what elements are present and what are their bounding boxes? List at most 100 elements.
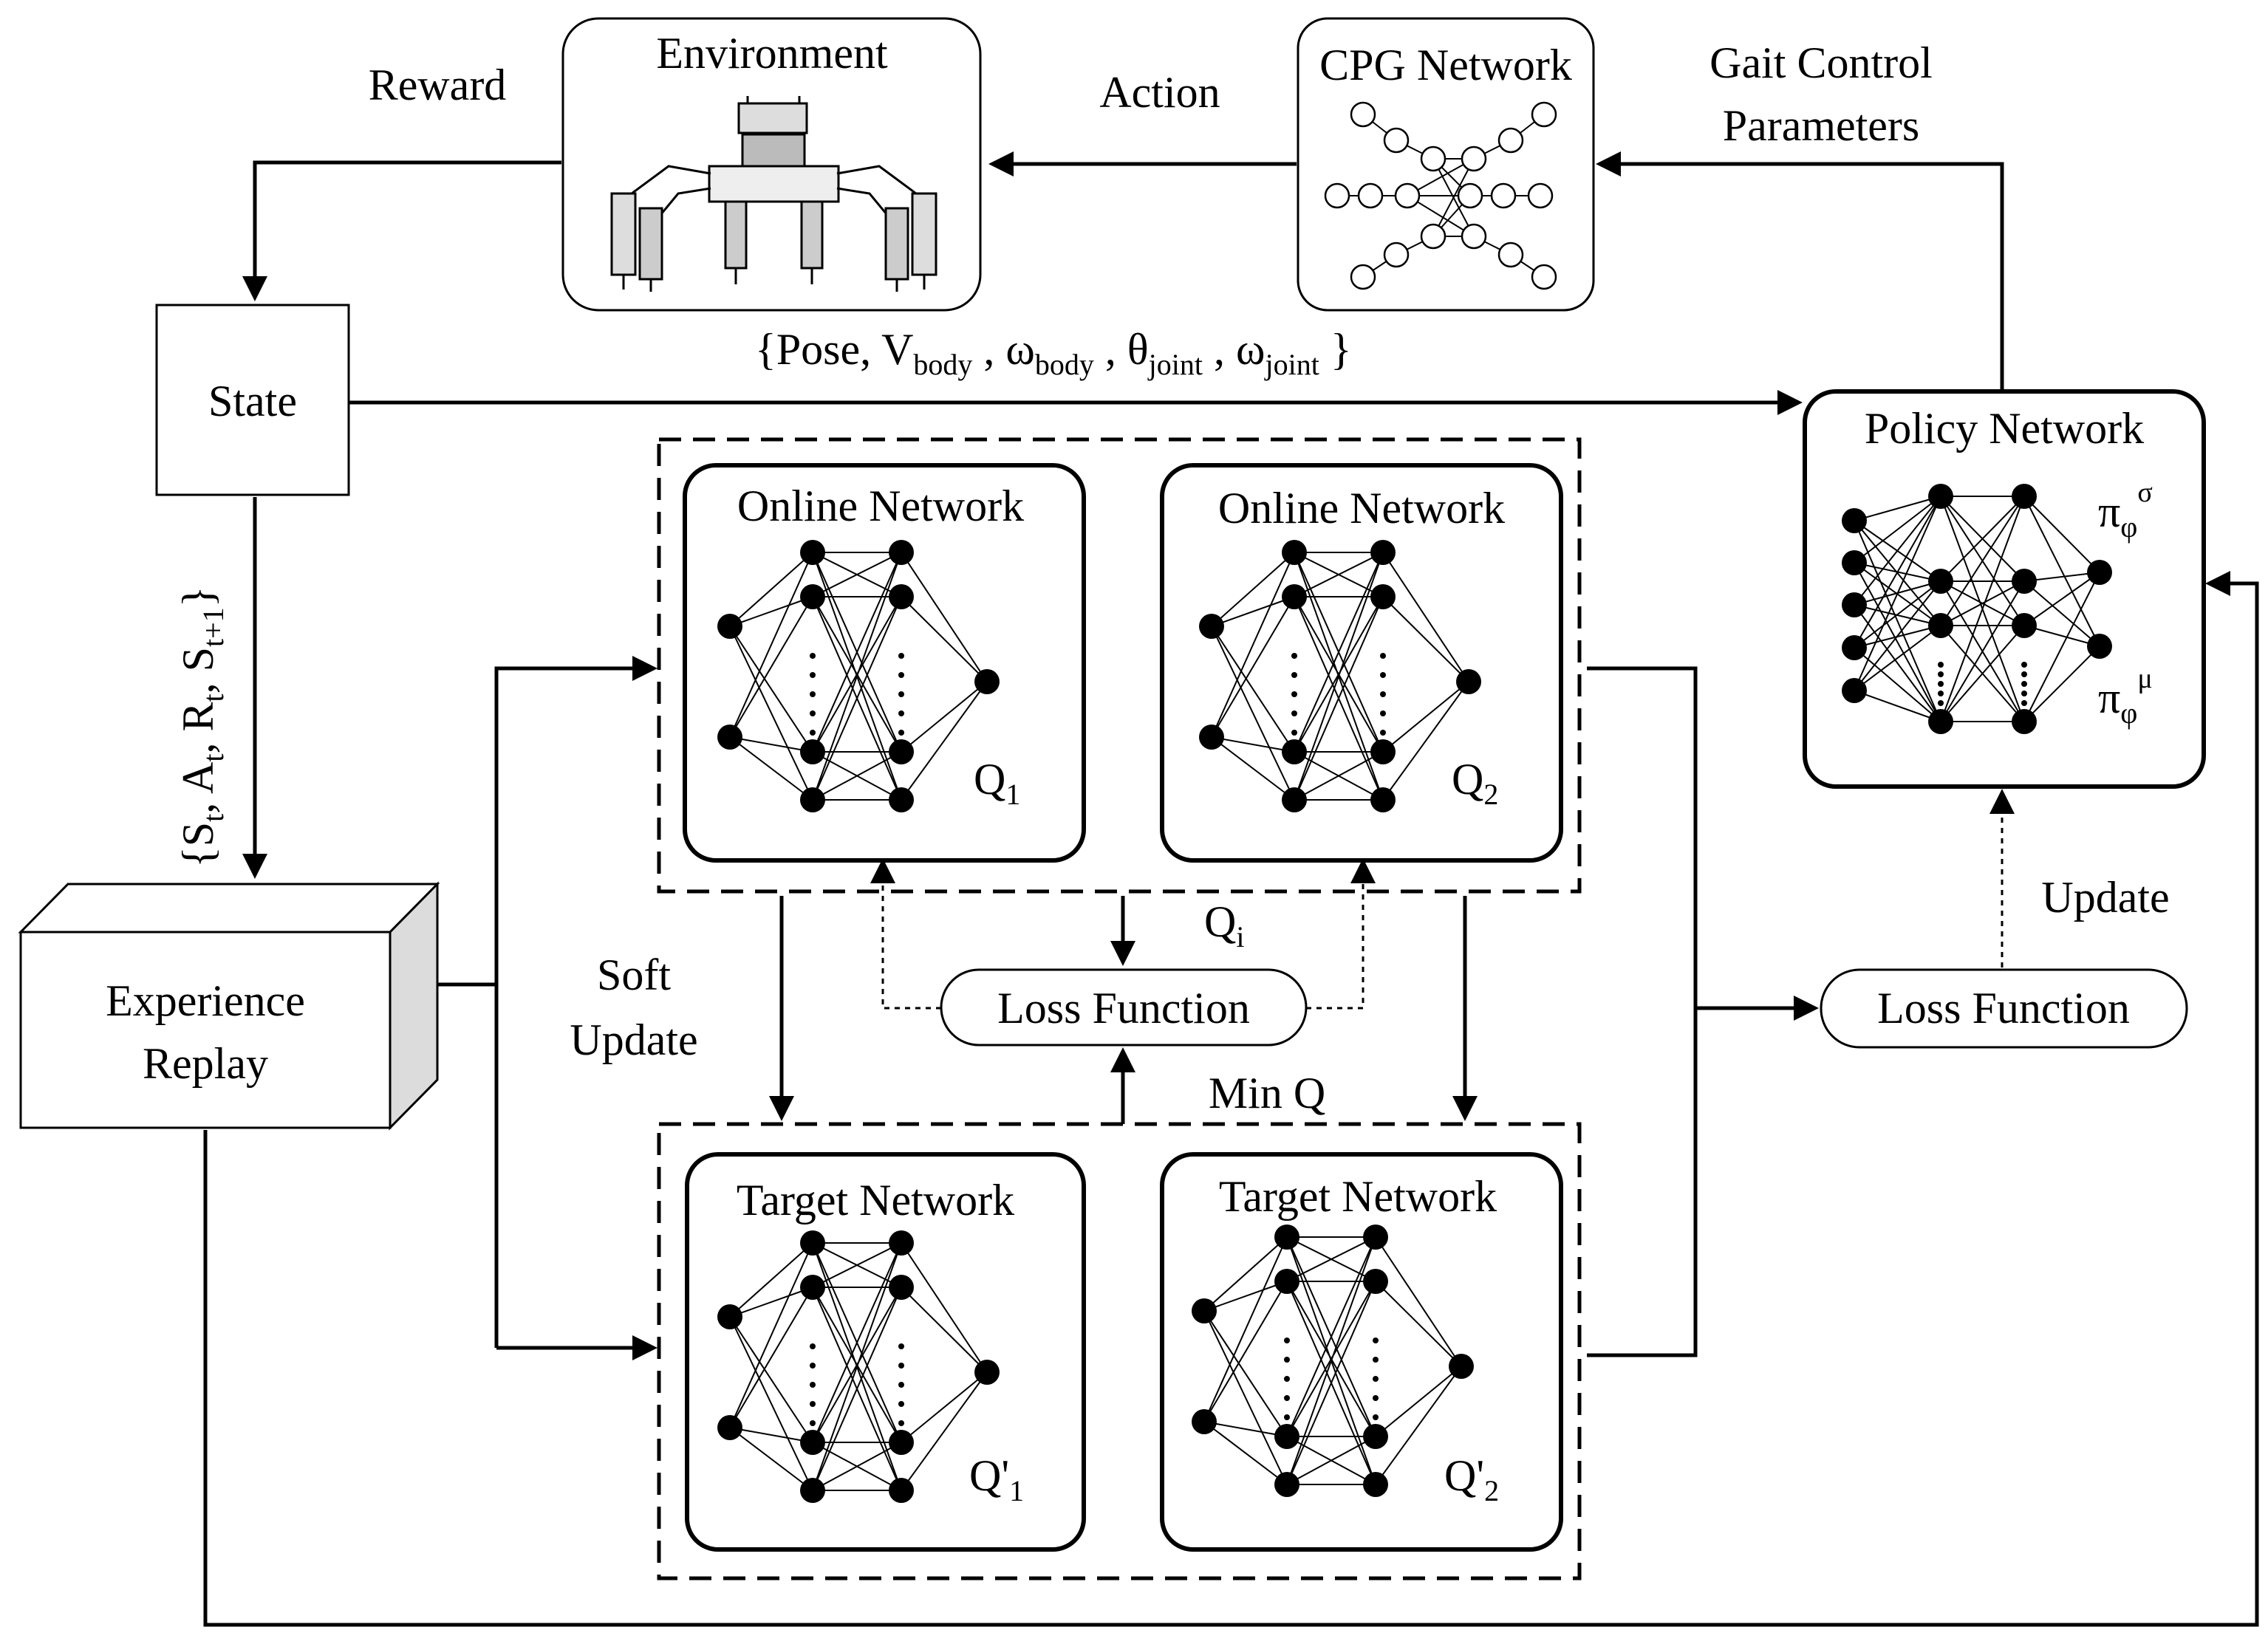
nn-edge	[1203, 1236, 1288, 1312]
ellipsis-dot	[1284, 1376, 1290, 1382]
ellipsis-dot	[1291, 710, 1297, 716]
nn-edge	[1211, 552, 1295, 627]
ellipsis-dot	[1380, 730, 1386, 736]
target-network-1[interactable]: Target Network Q'1	[685, 1152, 1086, 1552]
target-network-2[interactable]: Target Network Q'2	[1160, 1152, 1563, 1552]
policy-network-box[interactable]	[1803, 389, 2206, 789]
online-network-1[interactable]: Online Network Q1	[683, 463, 1086, 863]
nn-node	[2012, 613, 2037, 638]
arrow-gait-params	[1618, 162, 2004, 391]
arrowhead	[1777, 390, 1803, 415]
cpg-oscillator-node	[1461, 145, 1487, 172]
nn-edge	[1940, 496, 2025, 626]
cpg-oscillator-node	[1350, 264, 1376, 290]
nn-edge	[812, 1287, 902, 1491]
replay-front-face[interactable]	[19, 931, 392, 1129]
cpg-oscillator-node	[1531, 101, 1557, 128]
nn-edge	[812, 1242, 902, 1491]
arrow-replay-to-policy	[203, 581, 2259, 1627]
loss-function-critic[interactable]: Loss Function	[940, 968, 1308, 1047]
nn-edge	[812, 1442, 902, 1491]
nn-edge	[729, 626, 813, 753]
cpg-oscillator-node	[1324, 182, 1350, 209]
nn-edge	[901, 596, 988, 682]
online-network-1-q: Q1	[974, 755, 1020, 811]
nn-edge	[729, 736, 813, 801]
nn-node	[889, 739, 914, 764]
ellipsis-dot	[1284, 1395, 1290, 1401]
nn-edge	[729, 626, 813, 801]
nn-node	[800, 1430, 825, 1455]
nn-node	[1370, 540, 1396, 565]
nn-node	[1192, 1298, 1217, 1323]
arrowhead	[1110, 1047, 1135, 1072]
nn-node	[974, 669, 1000, 694]
ellipsis-dot	[1938, 662, 1944, 668]
loss-function-actor-label: Loss Function	[1877, 984, 2130, 1032]
nn-node	[800, 1230, 825, 1256]
ellipsis-dot	[1373, 1414, 1379, 1420]
ellipsis-dot	[898, 1401, 904, 1407]
minq-label: Min Q	[1209, 1069, 1325, 1117]
nn-node	[1192, 1409, 1217, 1434]
cpg-oscillator-node	[1420, 223, 1446, 250]
cpg-oscillator-node	[1490, 182, 1517, 209]
online-group-border	[657, 437, 1582, 894]
nn-node	[1842, 550, 1867, 575]
nn-edge	[1854, 496, 1941, 564]
ellipsis-dot	[810, 1401, 816, 1407]
ellipsis-dot	[898, 691, 904, 697]
ellipsis-dot	[1373, 1395, 1379, 1401]
ellipsis-dot	[1938, 691, 1944, 696]
nn-node	[1456, 669, 1481, 694]
state-block[interactable]: State	[155, 304, 350, 496]
nn-node	[800, 1478, 825, 1503]
nn-node	[889, 1275, 914, 1300]
nn-edge	[1211, 626, 1295, 801]
ellipsis-dot	[810, 691, 816, 697]
online-network-1-title: Online Network	[737, 482, 1024, 530]
nn-edge	[1854, 562, 1941, 722]
nn-node	[1842, 592, 1867, 617]
state-tuple: {Pose, Vbody , ωbody , θjoint , ωjoint }	[755, 325, 1352, 381]
nn-node	[1199, 614, 1224, 639]
loss-function-actor[interactable]: Loss Function	[1820, 968, 2188, 1049]
ellipsis-dot	[1373, 1376, 1379, 1382]
nn-edge	[1854, 520, 1941, 722]
nn-node	[800, 739, 825, 764]
cpg-oscillator-node	[1420, 145, 1446, 172]
nn-node	[1282, 540, 1307, 565]
state-box[interactable]	[155, 304, 350, 496]
arrowhead	[1110, 941, 1135, 966]
ellipsis-dot	[810, 1382, 816, 1388]
arrowhead	[632, 656, 657, 681]
ellipsis-dot	[898, 1382, 904, 1388]
nn-node	[889, 540, 914, 565]
nn-edge	[1854, 625, 1941, 691]
nn-node	[1370, 739, 1396, 764]
transition-tuple: {St, At, Rt, St+1}	[174, 586, 230, 868]
arrow-loss-to-online1	[881, 880, 941, 1010]
nn-edge	[729, 1316, 813, 1491]
nn-edge	[1854, 496, 1941, 521]
nn-edge	[1854, 690, 1941, 722]
update-label: Update	[2041, 873, 2169, 922]
arrowhead	[632, 1335, 657, 1360]
nn-node	[717, 1304, 742, 1329]
nn-edge	[1203, 1421, 1288, 1437]
arrow-replay-to-online	[494, 666, 635, 1348]
nn-edge	[1940, 580, 2025, 722]
nn-edge	[1382, 552, 1469, 682]
ellipsis-dot	[1380, 691, 1386, 697]
experience-replay-block[interactable]: Experience Replay	[18, 881, 440, 1131]
nn-node	[717, 725, 742, 750]
cpg-oscillator-graph	[1324, 101, 1557, 290]
environment-title: Environment	[656, 29, 888, 78]
policy-network-block[interactable]: Policy Network πφσ πφμ	[1803, 389, 2206, 789]
nn-node	[800, 1275, 825, 1300]
online-network-2-graph	[1199, 540, 1481, 812]
nn-edge	[901, 552, 988, 682]
arrowhead	[1989, 789, 2015, 814]
online-network-2[interactable]: Online Network Q2	[1160, 463, 1563, 863]
nn-node	[1282, 787, 1307, 812]
